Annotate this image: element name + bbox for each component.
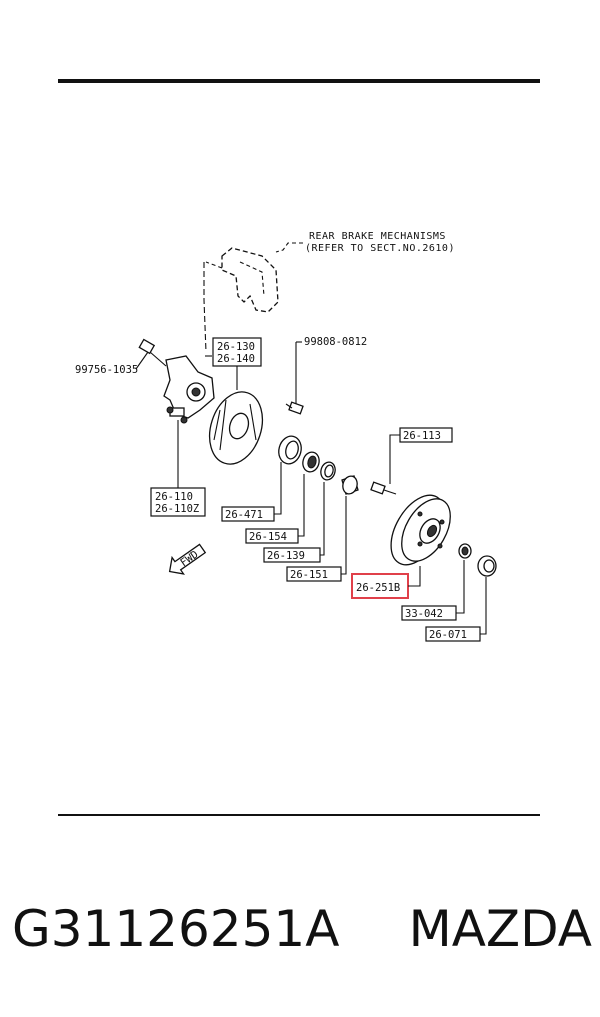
label-99756: 99756-1035 [75, 364, 138, 376]
label-26471: 26-471 [225, 509, 263, 521]
label-26110z: 26-110Z [155, 503, 199, 515]
label-26110: 26-110 [155, 491, 193, 503]
hub-bolt-26113 [370, 481, 397, 495]
label-26071: 26-071 [429, 629, 467, 641]
label-26130: 26-130 [217, 341, 255, 353]
label-26140: 26-140 [217, 353, 255, 365]
label-26151: 26-151 [290, 569, 328, 581]
note-leader [275, 242, 303, 253]
label-26154: 26-154 [249, 531, 287, 543]
bottom-rule [58, 814, 540, 816]
backing-plate [208, 391, 264, 465]
bearing-26154 [302, 451, 320, 473]
label-26113: 26-113 [403, 430, 441, 442]
label-99808: 99808-0812 [304, 336, 367, 348]
note-line-2: (REFER TO SECT.NO.2610) [305, 243, 455, 254]
knuckle [163, 355, 215, 424]
bolt-99756 [138, 338, 167, 367]
part-number: G31126251A [12, 900, 340, 958]
nut-33042 [458, 543, 472, 559]
caliper-phantom [203, 247, 279, 353]
box-26251b-highlight[interactable] [351, 573, 409, 599]
race-26139 [320, 461, 336, 481]
brand-name: MAZDA [408, 900, 592, 958]
top-rule [58, 79, 540, 83]
fwd-arrow-icon: FWD [168, 543, 207, 575]
cap-26071 [477, 555, 497, 577]
label-26139: 26-139 [267, 550, 305, 562]
note-line-1: REAR BRAKE MECHANISMS [309, 231, 446, 242]
label-26251b: 26-251B [356, 582, 400, 594]
rotor-26251b [390, 494, 451, 566]
label-33042: 33-042 [405, 608, 443, 620]
caption: G31126251A MAZDA [12, 900, 592, 958]
box-26110 [150, 487, 206, 517]
bolt-99808 [285, 401, 304, 415]
spacer-26151 [341, 475, 359, 495]
seal-26471 [278, 435, 302, 465]
